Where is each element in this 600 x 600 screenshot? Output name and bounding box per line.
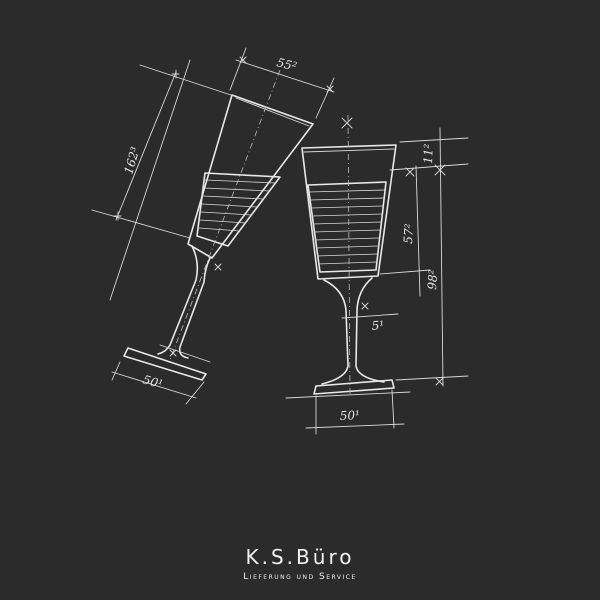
brand-tagline: Lieferung und Service (243, 572, 357, 582)
left-height-label: 162³ (121, 145, 142, 176)
brand-name: K.S.Büro (245, 545, 355, 569)
left-rim-width-label: 55² (275, 55, 298, 73)
right-rim-height-label: 11² (421, 143, 436, 164)
left-foot-width-label: 50¹ (141, 372, 164, 391)
right-bowl-height-label: 57² (401, 223, 416, 244)
right-glass: 11² 57² 98² 5¹ 50¹ (285, 114, 469, 435)
right-total-height-label: 98² (425, 269, 440, 290)
right-foot-width-label: 50¹ (339, 408, 360, 423)
left-glass: 55² 162³ 50¹ (91, 47, 335, 405)
right-stem-width-label: 5¹ (371, 318, 384, 333)
brand-logo: K.S.Büro Lieferung und Service (0, 546, 600, 584)
